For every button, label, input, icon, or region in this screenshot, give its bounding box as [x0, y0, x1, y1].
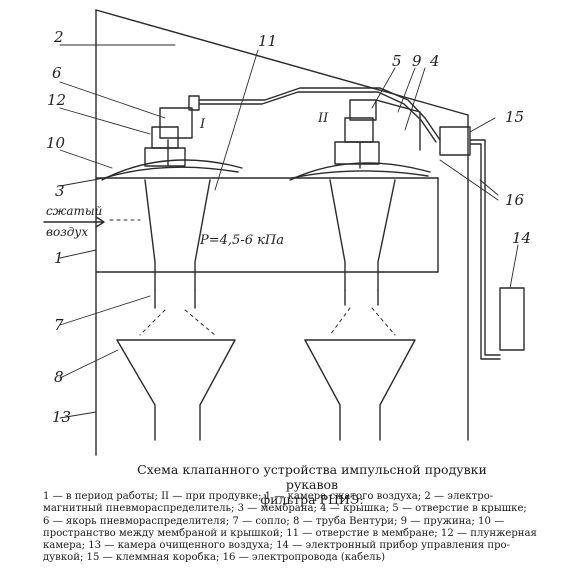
- terminal-box: [439, 126, 471, 156]
- solenoid-1: [159, 107, 193, 139]
- label-1: 1: [54, 249, 64, 267]
- nozzle-1-right: [194, 179, 211, 291]
- leader-lines: [59, 44, 519, 419]
- label-2: 2: [53, 28, 64, 46]
- venturi-1-left: [116, 339, 156, 441]
- label-roman-1: I: [199, 117, 206, 132]
- label-16: 16: [505, 191, 525, 209]
- label-12: 12: [47, 91, 66, 109]
- cable-main: [198, 87, 441, 141]
- label-5: 5: [392, 52, 402, 70]
- venturi-2-right: [304, 339, 416, 441]
- cable-to-controller-second: [469, 143, 501, 360]
- nozzle-2-left: [329, 179, 346, 291]
- housing-sloped-roof: [95, 9, 469, 116]
- label-air-line1: сжатый: [46, 204, 102, 218]
- label-7: 7: [54, 316, 64, 334]
- solenoid-cap-1: [188, 95, 200, 111]
- air-inlet-arrow: [43, 216, 105, 228]
- nozzle-1-left: [144, 179, 156, 291]
- control-device: [499, 287, 525, 351]
- valve-body-2: [334, 141, 380, 165]
- label-6: 6: [52, 64, 62, 82]
- cable-main-second: [198, 91, 437, 143]
- cable-valve-2: [375, 99, 421, 151]
- membrane-2: [291, 170, 429, 179]
- label-3: 3: [55, 182, 65, 200]
- label-13: 13: [52, 408, 71, 426]
- venturi-1-right: [116, 339, 236, 441]
- air-jets: [109, 219, 396, 336]
- nozzle-2-right: [377, 179, 396, 291]
- plunger-chamber-2: [344, 117, 374, 143]
- label-10: 10: [46, 134, 66, 152]
- callout-labels: 2 6 12 10 3 11 5 9 4 15 16 14 1 7 8 13 I…: [46, 28, 531, 426]
- label-15: 15: [505, 108, 524, 126]
- membrane-1: [103, 166, 239, 179]
- label-air-line2: воздух: [46, 225, 88, 239]
- label-11: 11: [258, 32, 277, 50]
- label-8: 8: [54, 368, 64, 386]
- figure-legend: 1 — в период работы; II — при продувке; …: [43, 491, 537, 564]
- label-roman-2: II: [317, 111, 329, 126]
- solenoid-2: [349, 99, 377, 121]
- label-9: 9: [412, 52, 422, 70]
- figure-caption-title: Схема клапанного устройства импульсной п…: [137, 462, 487, 507]
- label-14: 14: [512, 229, 531, 247]
- venturi-2-left: [304, 339, 341, 441]
- label-pressure: P=4,5-6 кПа: [199, 233, 284, 248]
- membrane-cover-2: [289, 162, 431, 181]
- cable-to-controller: [469, 139, 501, 356]
- label-4: 4: [429, 52, 440, 70]
